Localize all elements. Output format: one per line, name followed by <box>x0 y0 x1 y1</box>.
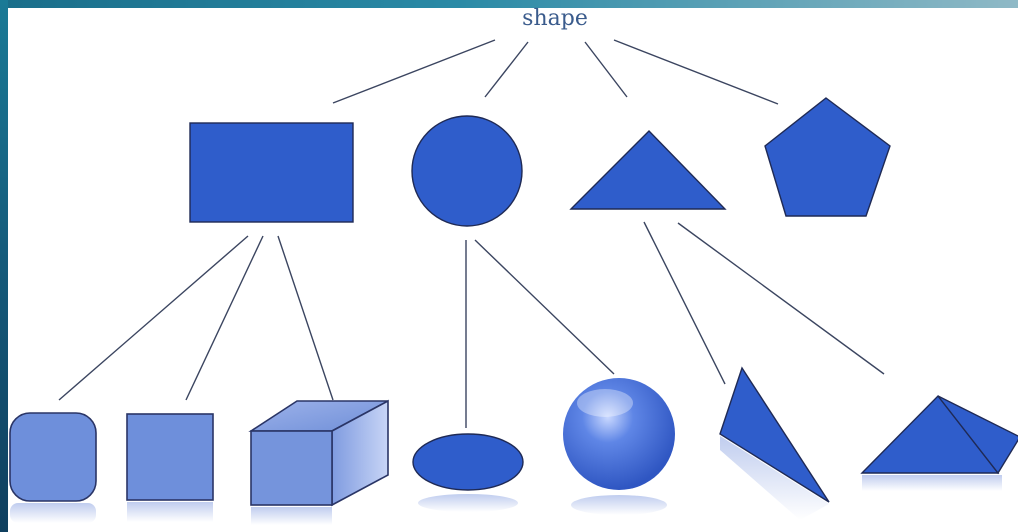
circle-icon <box>411 115 523 227</box>
edge-root-pentagon <box>613 39 779 105</box>
top-frame-bar <box>0 0 1018 8</box>
edge-rectangle-rounded-square <box>58 235 249 401</box>
root-edges <box>332 39 779 105</box>
edge-triangle-pyramid <box>677 222 885 375</box>
edge-root-circle <box>484 41 529 98</box>
cube-icon <box>248 399 389 525</box>
edge-rectangle-square <box>185 235 264 401</box>
left-frame-bar <box>0 0 8 532</box>
sphere-icon <box>563 378 675 515</box>
rounded-square-icon <box>9 412 97 523</box>
right-triangle-icon <box>719 366 830 520</box>
square-icon <box>126 413 214 522</box>
pentagon-icon <box>764 97 891 217</box>
triangle-icon <box>569 130 727 210</box>
edge-circle-sphere <box>474 239 615 375</box>
edge-rectangle-cube <box>277 235 334 401</box>
ellipse-icon <box>412 433 524 512</box>
edge-triangle-right-triangle <box>643 221 726 385</box>
rectangle-icon <box>189 122 354 223</box>
root-label: shape <box>522 6 588 31</box>
child-edges <box>58 221 885 428</box>
edge-root-rectangle <box>332 39 496 104</box>
edge-root-triangle <box>584 41 628 98</box>
pyramid-icon <box>860 394 1018 491</box>
